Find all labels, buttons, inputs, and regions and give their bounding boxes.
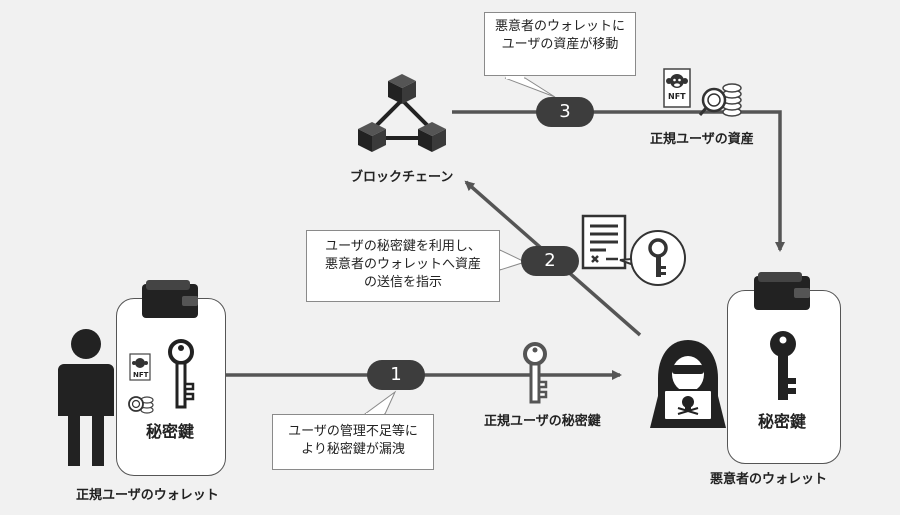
callout-step-1-line-2: より秘密鍵が漏洩 [301, 442, 405, 457]
callout-step-3: 悪意者のウォレットに ユーザの資産が移動 [484, 12, 636, 76]
coins-magnifier-icon [698, 83, 742, 117]
user-wallet-card [116, 298, 226, 476]
leaked-key-icon [523, 342, 548, 404]
leaked-key-label: 正規ユーザの秘密鍵 [484, 414, 601, 429]
user-nft-badge: NFT [133, 371, 149, 379]
user-wallet-label: 正規ユーザのウォレット [76, 488, 219, 503]
user-nft-icon [129, 353, 151, 381]
callout-step-1: ユーザの管理不足等に より秘密鍵が漏洩 [272, 414, 434, 470]
nft-document-icon [663, 68, 691, 108]
callout-step-3-line-1: 悪意者のウォレットに [494, 19, 625, 34]
callout-step-2: ユーザの秘密鍵を利用し、 悪意者のウォレットへ資産 の送信を指示 [306, 230, 500, 302]
blockchain-icon [358, 74, 446, 152]
attacker-wallet-label: 悪意者のウォレット [710, 472, 828, 487]
attacker-wallet-icon [754, 272, 810, 310]
nft-badge: NFT [668, 92, 686, 101]
user-key-icon [168, 339, 195, 409]
attacker-key-icon [770, 331, 796, 400]
callout-step-3-line-2: ユーザの資産が移動 [501, 37, 619, 52]
callout-step-2-line-2: 悪意者のウォレットへ資産 [324, 257, 481, 272]
callout-step-1-line-1: ユーザの管理不足等に [288, 424, 418, 439]
attacker-key-label: 秘密鍵 [758, 412, 807, 431]
callout-step-2-line-1: ユーザの秘密鍵を利用し、 [325, 239, 481, 254]
callout-pointer-1 [363, 390, 397, 415]
hacker-icon [650, 340, 726, 428]
key-bubble-icon [619, 230, 686, 286]
blockchain-label: ブロックチェーン [350, 170, 454, 185]
user-person-icon [58, 329, 114, 466]
instruction-document-icon [581, 214, 627, 270]
step-badge-3: 3 [536, 97, 594, 127]
user-key-label: 秘密鍵 [146, 422, 195, 441]
assets-label: 正規ユーザの資産 [650, 132, 754, 147]
user-wallet-icon [142, 280, 198, 318]
user-coins-icon [128, 396, 154, 414]
callout-pointer-3 [504, 77, 556, 98]
step-badge-1: 1 [367, 360, 425, 390]
step-badge-2: 2 [521, 246, 579, 276]
callout-step-2-line-3: の送信を指示 [363, 275, 442, 290]
